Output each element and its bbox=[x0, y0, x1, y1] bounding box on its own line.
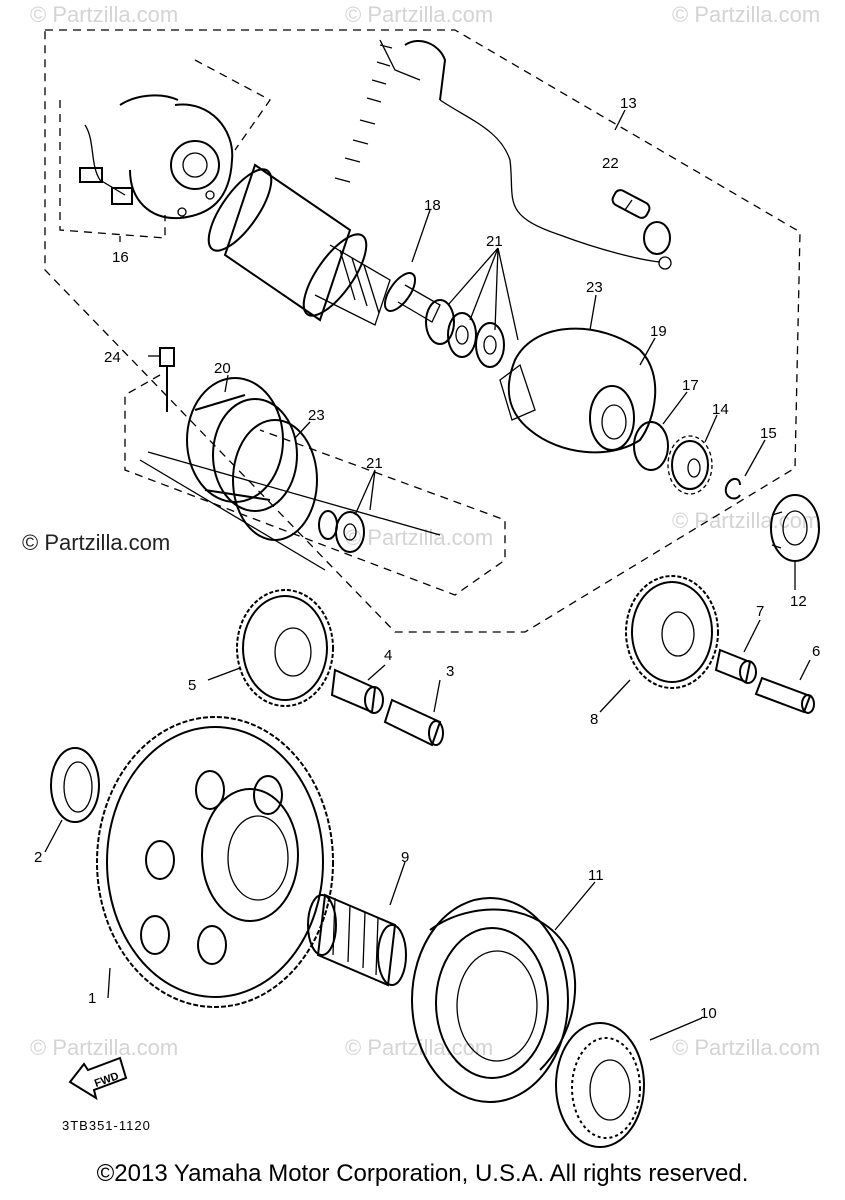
washer-set-lower-part bbox=[318, 510, 365, 553]
watermark-bottom-right: © Partzilla.com bbox=[672, 1035, 820, 1060]
callout-10: 10 bbox=[700, 1005, 717, 1022]
brush-holder-part bbox=[59, 59, 271, 239]
callout-20: 20 bbox=[214, 360, 231, 377]
watermark-bottom-center: © Partzilla.com bbox=[345, 1035, 493, 1060]
starter-assembly-outline bbox=[44, 29, 801, 633]
rear-cover-outline bbox=[124, 374, 506, 596]
callout-19: 19 bbox=[650, 323, 667, 340]
callout-1: 1 bbox=[88, 990, 96, 1007]
fwd-arrow-icon: FWD bbox=[68, 1056, 128, 1101]
idle-gear-2-part bbox=[625, 575, 719, 689]
callout-18: 18 bbox=[424, 197, 441, 214]
callout-21-lower: 21 bbox=[366, 455, 383, 472]
needle-bearing-3-part bbox=[307, 893, 407, 987]
bearing-part bbox=[770, 494, 820, 562]
callout-7: 7 bbox=[756, 603, 764, 620]
armature-yoke-part bbox=[207, 163, 441, 326]
callout-11: 11 bbox=[588, 867, 604, 884]
callout-15: 15 bbox=[760, 425, 777, 442]
pinion-gear-part bbox=[667, 435, 713, 495]
watermark-top-center: © Partzilla.com bbox=[345, 2, 493, 27]
watermark-primary: © Partzilla.com bbox=[22, 530, 171, 555]
o-ring-part bbox=[633, 421, 669, 471]
callout-6: 6 bbox=[812, 643, 820, 660]
one-way-clutch-part bbox=[555, 1022, 645, 1148]
callout-12: 12 bbox=[790, 593, 807, 610]
watermark-bottom-left: © Partzilla.com bbox=[30, 1035, 178, 1060]
callout-8: 8 bbox=[590, 711, 598, 728]
shaft-2-part bbox=[754, 676, 815, 714]
callout-13: 13 bbox=[620, 95, 637, 112]
lead-wire-part bbox=[334, 39, 672, 270]
idle-gear-1-part bbox=[236, 589, 334, 707]
washer-2-part bbox=[50, 747, 100, 823]
watermark-mid-right: © Partzilla.com bbox=[672, 508, 820, 533]
callout-17: 17 bbox=[682, 377, 699, 394]
callout-21: 21 bbox=[486, 233, 503, 250]
callout-2: 2 bbox=[34, 849, 42, 866]
callout-22: 22 bbox=[602, 155, 619, 172]
bolt-part bbox=[139, 347, 441, 571]
rear-cover-part bbox=[186, 377, 298, 512]
callout-4: 4 bbox=[384, 647, 392, 664]
terminal-cap-part bbox=[611, 189, 671, 255]
callout-14: 14 bbox=[712, 401, 729, 418]
front-cover-part bbox=[499, 327, 657, 454]
starter-wheel-gear-part bbox=[96, 716, 334, 1008]
needle-bearing-2-part bbox=[714, 648, 757, 684]
callout-23-lower: 23 bbox=[308, 407, 325, 424]
washer-set-part bbox=[425, 299, 505, 368]
callout-16: 16 bbox=[112, 249, 129, 266]
circlip-part bbox=[724, 477, 741, 500]
callout-5: 5 bbox=[188, 677, 196, 694]
watermark-top-left: © Partzilla.com bbox=[30, 2, 178, 27]
callout-9: 9 bbox=[401, 849, 409, 866]
shaft-1-part bbox=[383, 698, 444, 747]
needle-bearing-1-part bbox=[330, 668, 384, 714]
callout-3: 3 bbox=[446, 663, 454, 680]
callout-24: 24 bbox=[104, 349, 121, 366]
callout-labels: 1 2 3 4 5 6 7 8 9 10 11 12 13 14 15 16 1… bbox=[34, 95, 820, 1022]
callout-23: 23 bbox=[586, 279, 603, 296]
leader-lines bbox=[44, 109, 811, 1041]
clutch-outer-part bbox=[411, 897, 577, 1103]
diagram-part-code: 3TB351-1120 bbox=[62, 1118, 151, 1133]
copyright-notice: ©2013 Yamaha Motor Corporation, U.S.A. A… bbox=[96, 1160, 749, 1187]
watermark-top-right: © Partzilla.com bbox=[672, 2, 820, 27]
